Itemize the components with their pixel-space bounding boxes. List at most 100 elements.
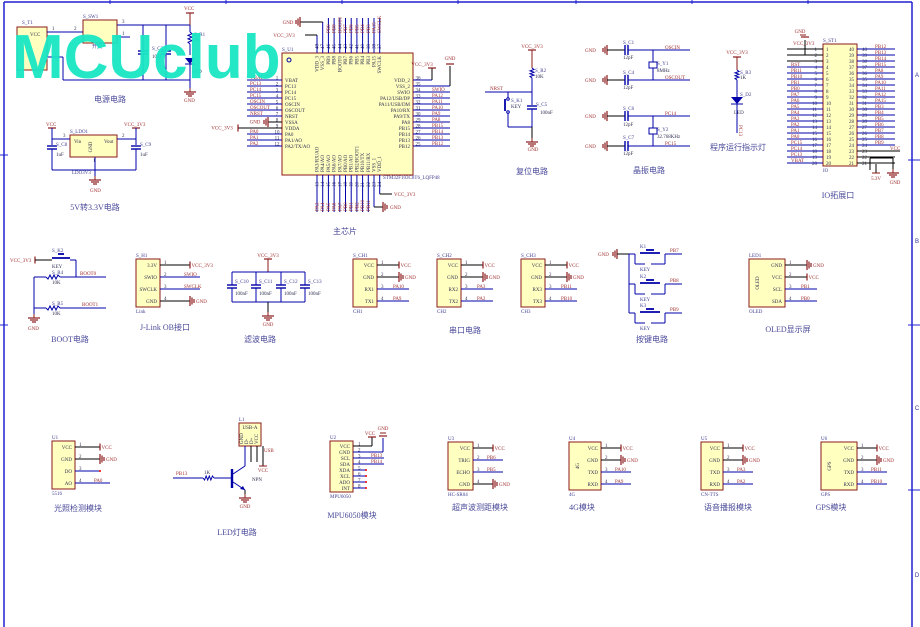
key-type: KEY xyxy=(640,298,651,303)
pin-name: SWIO xyxy=(144,276,157,281)
net-label: PB5 xyxy=(487,468,496,473)
pin-name: VCC xyxy=(772,276,783,281)
pin-number: 11 xyxy=(812,108,817,113)
pin-number: 3 xyxy=(789,285,792,290)
pin-name: PB3 xyxy=(367,56,372,65)
label: S_SW1 xyxy=(83,15,99,20)
pin-name: TXD xyxy=(844,471,855,476)
label: NRST xyxy=(490,87,503,92)
part-ref: U2 xyxy=(330,436,337,441)
net-label: PB7 xyxy=(344,24,349,33)
net-label: PA12 xyxy=(875,93,886,98)
pin-name: BOOT0 xyxy=(338,56,343,73)
label: 3 xyxy=(122,20,125,25)
pin-number: 2 xyxy=(789,273,792,278)
module-body xyxy=(447,441,474,491)
pin-number: 3 xyxy=(815,60,818,65)
pin-number: 41 xyxy=(355,44,360,50)
net-label: PB1 xyxy=(350,202,355,211)
pin-name: PC15 xyxy=(285,97,297,102)
pin-number: 3 xyxy=(477,468,480,473)
part-name: CH2 xyxy=(437,310,447,315)
net-label: PA8 xyxy=(875,69,884,74)
pin-number: 34 xyxy=(416,89,422,94)
resistor-icon xyxy=(733,69,741,81)
net-label: PA2 xyxy=(791,123,800,128)
net-label-gnd: GND xyxy=(489,276,500,281)
net-label: PA9 xyxy=(393,297,402,302)
pin-number: 34 xyxy=(862,84,868,89)
pin-number-inner: 20 xyxy=(826,162,832,167)
pin-number: 2 xyxy=(605,456,608,461)
serial-section-title: 串口电路 xyxy=(449,325,481,335)
label: 12pF xyxy=(623,123,634,128)
key-type: KEY xyxy=(640,268,651,273)
pin-number: 2 xyxy=(861,456,864,461)
pin-number: 6 xyxy=(358,473,361,478)
mpu-section-title: MPU6050模块 xyxy=(327,510,376,520)
pin-name: VSS_2 xyxy=(396,85,411,90)
net-label-5v: 5.3V xyxy=(871,177,881,182)
pin-name: PA7/AO xyxy=(338,155,343,172)
no-connect-mark xyxy=(365,469,367,471)
pin-number-inner: 11 xyxy=(826,108,831,113)
net-label: PA6 xyxy=(791,99,800,104)
pin-name: SDA xyxy=(772,300,782,305)
net-label-gnd: GND xyxy=(598,253,609,258)
cap-value: 100nF xyxy=(308,292,321,297)
pin-number-inner: 12 xyxy=(826,114,832,119)
pin-name: SDA xyxy=(340,463,350,468)
pin-number: 9 xyxy=(276,125,279,130)
pin-name: GND xyxy=(339,451,350,456)
net-label: PA4 xyxy=(321,202,326,211)
part-name: HC-SR04 xyxy=(448,493,468,498)
pin-number-inner: 15 xyxy=(826,132,832,137)
pin-name: RXD xyxy=(843,483,854,488)
part-ref: S_CH2 xyxy=(437,254,452,259)
pin-name: PA11/USB/DM xyxy=(379,103,411,108)
label: S_C4 xyxy=(623,71,635,76)
label: VCC_3V3 xyxy=(521,45,543,50)
pin-name: TXD xyxy=(710,471,721,476)
pin-number: 6 xyxy=(815,78,818,83)
part-name: MPU6050 xyxy=(330,495,351,500)
pin-number: 4 xyxy=(605,480,608,485)
pin-name: RX3 xyxy=(533,288,543,293)
pin-number: 4 xyxy=(861,480,864,485)
net-label-gnd: GND xyxy=(378,427,389,432)
pin-number-inner: 10 xyxy=(826,102,832,107)
switch-contact xyxy=(506,110,510,114)
net-label-vcc: VCC_3V3 xyxy=(394,193,416,198)
pin-number: 4 xyxy=(465,297,468,302)
label: GND xyxy=(585,49,596,54)
net-label: PB8 xyxy=(670,279,679,284)
pin-number: 40 xyxy=(361,44,366,50)
pin-number-inner: 31 xyxy=(849,102,855,107)
net-label: PB11 xyxy=(367,200,372,211)
net-label: PB13 xyxy=(176,472,188,477)
pin-name: VDDA xyxy=(285,127,300,132)
pin-name: TX3 xyxy=(533,300,543,305)
label: OSCOUT xyxy=(665,76,685,81)
pin-name: 3.3V xyxy=(147,264,157,269)
net-label: OSCIN xyxy=(250,100,265,105)
net-label-gnd: GND xyxy=(405,276,416,281)
pin-number: 46 xyxy=(327,44,332,50)
pin-number: 47 xyxy=(321,44,326,50)
pin-number-inner: 40 xyxy=(849,48,855,53)
pin-number: 2 xyxy=(815,54,818,59)
pin-number-inner: 27 xyxy=(849,126,855,131)
pin-number: 9 xyxy=(815,96,818,101)
net-label: PA5 xyxy=(791,105,800,110)
pin-number-inner: 7 xyxy=(826,84,829,89)
net-label: PA5 xyxy=(327,202,332,211)
crystal-icon xyxy=(648,61,658,69)
ultrasonic-section-title: 超声波测距模块 xyxy=(452,502,508,512)
net-label-gnd: GND xyxy=(883,459,894,464)
net-label: PA3 xyxy=(791,117,800,122)
net-label-vcc: VCC xyxy=(258,469,269,474)
pin-name: PB11/RX xyxy=(367,152,372,172)
pin-number: 1 xyxy=(358,443,361,448)
net-label-gnd: GND xyxy=(250,121,261,126)
